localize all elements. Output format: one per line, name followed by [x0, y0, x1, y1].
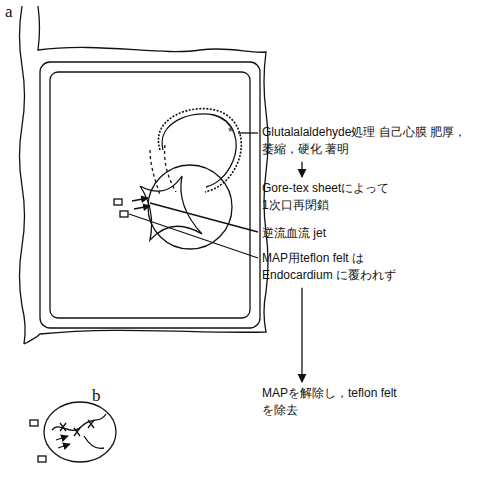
atriotomy-outline — [40, 62, 260, 328]
asterisk-mark: * — [228, 124, 233, 141]
annotation: 逆流血流 jet — [262, 225, 326, 242]
vessel-wall — [24, 6, 268, 344]
leader-line — [238, 132, 258, 133]
valve-ring — [148, 165, 232, 249]
teflon-felt — [120, 211, 128, 217]
valve-ring — [44, 402, 116, 462]
annotation: Gore-tex sheetによって 1次口再閉鎖 — [262, 180, 432, 215]
annotation: MAP用teflon felt は Endocardium に覆われず — [262, 250, 437, 285]
flow-arrow — [301, 162, 302, 177]
leader-line — [129, 214, 258, 258]
leader-line — [150, 203, 258, 232]
annotation: Glutalalaldehyde処理 自己心膜 肥厚，萎縮，硬化 著明 — [262, 124, 472, 159]
pericardial-patch — [158, 109, 241, 192]
panel-letter: a — [5, 0, 13, 25]
teflon-felt — [114, 199, 122, 205]
closure-line — [52, 414, 106, 430]
panel-letter: b — [92, 384, 101, 409]
jet-arrow — [58, 444, 70, 448]
vessel-wall — [20, 6, 26, 344]
patch-dashed — [150, 150, 160, 195]
suture — [60, 420, 94, 436]
flow-arrow — [301, 288, 302, 382]
atriotomy-outline — [50, 72, 250, 318]
jet-arrow — [134, 206, 150, 209]
teflon-felt — [38, 456, 46, 462]
annotation: MAPを解除し，teflon felt を除去 — [262, 385, 432, 420]
pericardial-patch — [162, 114, 236, 187]
jet-arrow — [132, 198, 148, 201]
cusp-edge — [84, 436, 104, 449]
teflon-felt — [30, 420, 38, 426]
jet-arrow — [56, 436, 68, 440]
